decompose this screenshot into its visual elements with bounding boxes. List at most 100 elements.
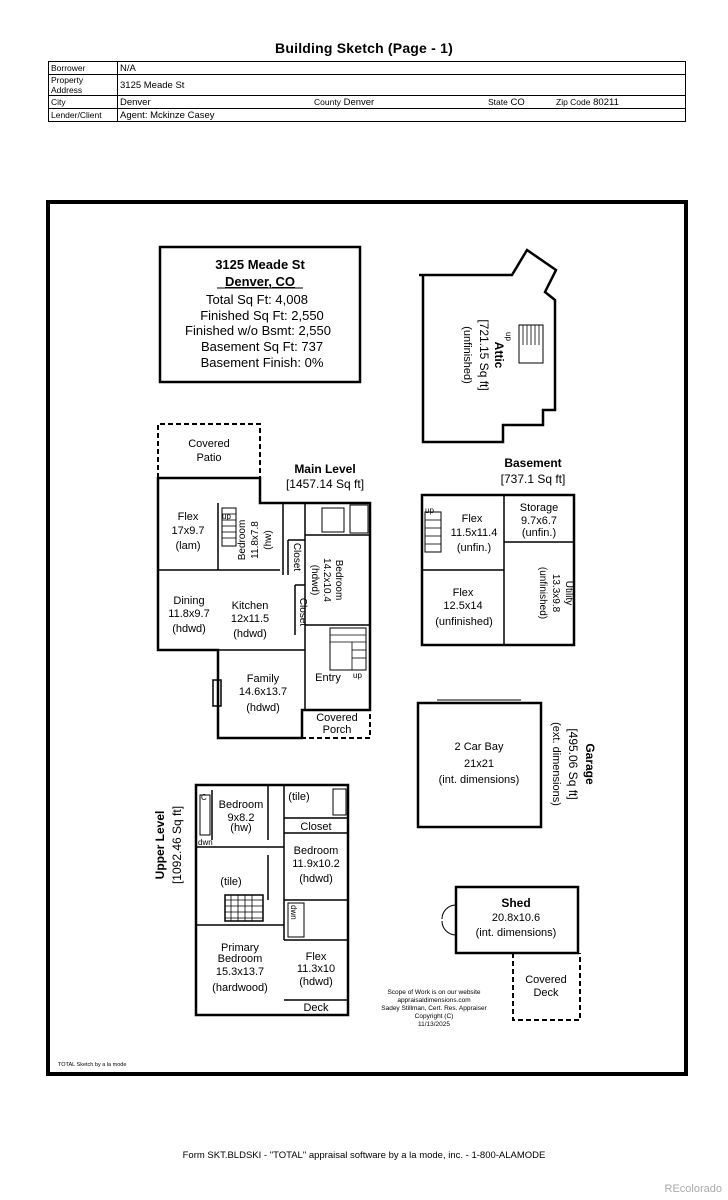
flex-main-name: Flex: [178, 511, 199, 523]
property-header-table: Borrower N/A Property Address 3125 Meade…: [48, 61, 686, 122]
attic-note: (unfinished): [461, 326, 473, 383]
flex-bsmt2-size: 12.5x14: [443, 600, 482, 612]
covered-deck-label-2: Deck: [533, 987, 559, 999]
upper-stair-dwn-2: dwn: [289, 905, 298, 920]
watermark: REcolorado: [664, 1183, 722, 1195]
storage-size: 9.7x6.7: [521, 515, 557, 527]
utility-name: Utility: [563, 581, 574, 605]
summary-basement-finish: Basement Finish: 0%: [201, 355, 324, 370]
scope-line-4: Copyright (C): [415, 1013, 454, 1020]
garage-area: [495.06 Sq ft]: [566, 728, 580, 799]
primary-bedroom-line-2: Bedroom: [218, 953, 263, 965]
bedroom-main2-size: 14.2x10.4: [321, 558, 332, 602]
bedroom-up2-size: 11.9x10.2: [292, 858, 340, 870]
flex-bsmt1-floor: (unfin.): [457, 542, 491, 554]
flex-up-size: 11.3x10: [297, 963, 335, 975]
utility-size: 13.3x9.8: [550, 574, 561, 613]
basement-area: [737.1 Sq ft]: [501, 472, 566, 486]
scope-line-3: Sadey Stillman, Cert. Res. Appraiser: [381, 1005, 487, 1012]
main-level-area: [1457.14 Sq ft]: [286, 477, 364, 491]
kitchen-name: Kitchen: [232, 600, 269, 612]
scope-line-5: 11/13/2025: [418, 1021, 450, 1028]
utility-floor: (unfinished): [537, 567, 548, 619]
bedroom-main2-name: Bedroom: [333, 560, 344, 601]
summary-city: Denver, CO: [225, 274, 295, 289]
basement-plan: Basement [737.1 Sq ft] up Flex 11.5x11.4…: [420, 456, 576, 647]
covered-deck-label-1: Covered: [525, 974, 567, 986]
primary-bedroom-size: 15.3x13.7: [216, 966, 264, 978]
upper-tile-label-2: (tile): [220, 876, 241, 888]
garage-bay-name: 2 Car Bay: [455, 741, 504, 753]
garage-bay-size: 21x21: [464, 758, 494, 770]
sketch-credit: TOTAL Sketch by a la mode: [58, 1062, 126, 1068]
attic-area: [721.15 Sq ft]: [477, 319, 491, 390]
main-level-plan: Main Level [1457.14 Sq ft] Covered Patio: [156, 423, 372, 740]
flex-bsmt1-name: Flex: [462, 513, 483, 525]
lender-value: Agent: Mckinze Casey: [117, 108, 686, 122]
family-name: Family: [247, 673, 280, 685]
bedroom-up1-name: Bedroom: [219, 799, 264, 811]
summary-finished-wo-bsmt: Finished w/o Bsmt: 2,550: [185, 323, 331, 338]
main-stair-up-1: up: [222, 512, 231, 521]
family-floor: (hdwd): [246, 702, 280, 714]
family-size: 14.6x13.7: [239, 686, 287, 698]
main-stair-up-2: up: [353, 671, 362, 680]
bedroom-up1-size: 9x8.2: [228, 812, 255, 824]
bedroom-up2-floor: (hdwd): [299, 873, 333, 885]
dining-floor: (hdwd): [172, 623, 206, 635]
primary-bedroom-line-1: Primary: [221, 942, 259, 954]
bedroom-up1-floor: (hw): [230, 822, 251, 834]
covered-porch-label-1: Covered: [316, 712, 358, 724]
zip-value: 80211: [593, 96, 619, 108]
upper-c-label: C: [201, 793, 207, 802]
deck-label: Deck: [303, 1002, 329, 1014]
summary-total: Total Sq Ft: 4,008: [206, 292, 308, 307]
closet-label-1: Closet: [291, 543, 302, 572]
shed-title: Shed: [501, 896, 530, 910]
bedroom-main2-floor: (hdwd): [309, 565, 320, 596]
county-value: Denver: [343, 96, 375, 108]
main-level-title: Main Level: [294, 462, 355, 476]
shed-size: 20.8x10.6: [492, 912, 540, 924]
covered-patio-label-2: Patio: [196, 452, 221, 464]
kitchen-size: 12x11.5: [231, 613, 269, 625]
flex-main-size: 17x9.7: [171, 525, 204, 537]
dining-size: 11.8x9.7: [168, 608, 209, 620]
summary-box: 3125 Meade St Denver, CO Total Sq Ft: 4,…: [158, 245, 362, 384]
garage-note: (ext. dimensions): [550, 722, 562, 806]
flex-bsmt1-size: 11.5x11.4: [451, 527, 498, 539]
county-label: County: [314, 96, 341, 107]
garage-title: Garage: [583, 743, 597, 785]
state-value: CO: [510, 96, 525, 108]
upper-stair-dwn-1: dwn: [198, 838, 213, 847]
summary-address: 3125 Meade St: [215, 257, 305, 272]
upper-level-title: Upper Level: [153, 811, 167, 880]
bedroom-main1-name: Bedroom: [237, 520, 248, 561]
attic-stair-label: up: [504, 332, 513, 341]
bedroom-main1-floor: (hw): [263, 530, 274, 549]
flex-bsmt2-name: Flex: [453, 587, 474, 599]
sketch-frame: [46, 200, 688, 1076]
shed-note: (int. dimensions): [476, 927, 557, 939]
scope-line-2: appraisaldimensions.com: [397, 997, 470, 1004]
flex-up-name: Flex: [306, 951, 327, 963]
upper-closet-label: Closet: [300, 821, 331, 833]
upper-level-area: [1092.46 Sq ft]: [170, 806, 184, 884]
basement-title: Basement: [504, 456, 561, 470]
flex-up-floor: (hdwd): [299, 976, 333, 988]
kitchen-floor: (hdwd): [233, 628, 267, 640]
entry-name: Entry: [315, 672, 341, 684]
flex-bsmt2-floor: (unfinished): [435, 616, 492, 628]
garage-plan: 2 Car Bay 21x21 (int. dimensions) Garage…: [416, 699, 597, 829]
state-label: State: [488, 96, 508, 107]
storage-floor: (unfin.): [522, 527, 556, 539]
summary-basement: Basement Sq Ft: 737: [201, 339, 323, 354]
flex-main-floor: (lam): [175, 540, 200, 552]
closet-label-2: Closet: [297, 598, 308, 627]
bedroom-main1-size: 11.8x7.8: [250, 521, 261, 559]
zip-label: Zip Code: [556, 96, 591, 107]
dining-name: Dining: [173, 595, 204, 607]
shed-plan: Shed 20.8x10.6 (int. dimensions) Covered…: [441, 885, 581, 1021]
upper-tile-label-1: (tile): [288, 791, 309, 803]
